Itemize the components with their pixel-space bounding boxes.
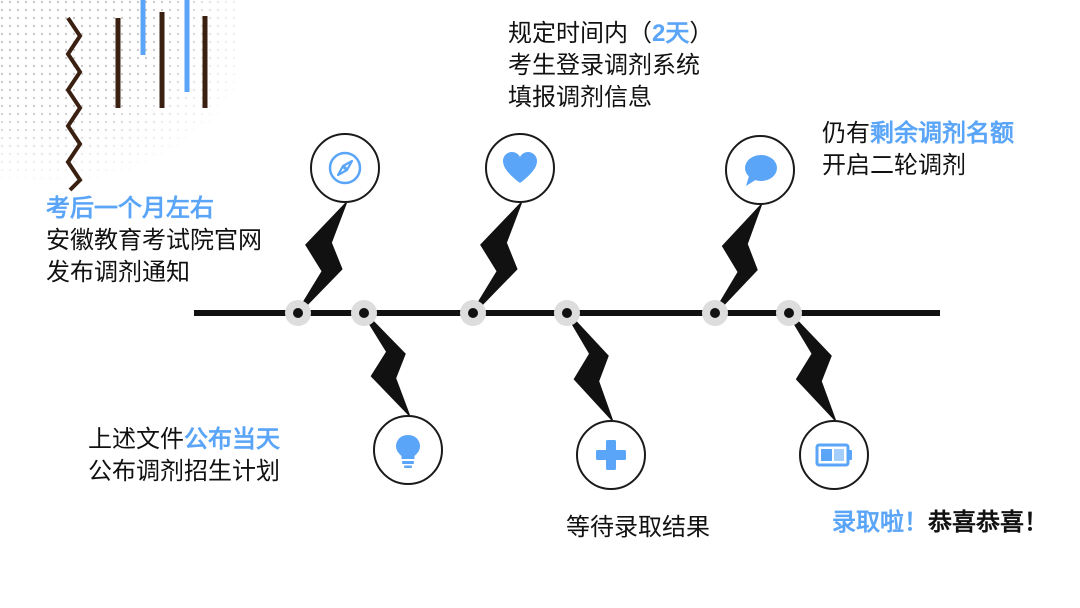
- text-segment: 恭喜恭喜！: [928, 509, 1048, 536]
- decorative-corner: [0, 0, 240, 192]
- step-3-line-2: 考生登录调剂系统: [508, 50, 713, 82]
- connectors: [296, 203, 836, 420]
- highlight-text: 公布当天: [184, 426, 280, 453]
- text-segment: 规定时间内（: [508, 20, 652, 47]
- timeline-marker-dot-6: [784, 308, 794, 318]
- text-segment: 考生登录调剂系统: [508, 52, 700, 79]
- step-2-label: 上述文件公布当天公布调剂招生计划: [88, 424, 280, 488]
- step-2-line-1: 上述文件公布当天: [88, 424, 280, 456]
- step-3-icon-circle: [485, 133, 555, 203]
- step-5-line-2: 开启二轮调剂: [822, 150, 1014, 182]
- step-3-line-3: 填报调剂信息: [508, 82, 713, 114]
- timeline-marker-dot-3: [468, 308, 478, 318]
- step-1-line-3: 发布调剂通知: [46, 257, 262, 289]
- highlight-text: 考后一个月左右: [46, 195, 214, 222]
- text-segment: 填报调剂信息: [508, 84, 652, 111]
- step-4-icon-circle: [576, 420, 646, 490]
- step-3-label: 规定时间内（2天）考生登录调剂系统填报调剂信息: [508, 18, 713, 114]
- text-segment: 等待录取结果: [566, 514, 710, 541]
- connector-5: [713, 205, 762, 313]
- step-1-label: 考后一个月左右安徽教育考试院官网发布调剂通知: [46, 193, 262, 289]
- compass-icon: [328, 151, 362, 185]
- step-4-label: 等待录取结果: [566, 512, 710, 544]
- heart-icon: [503, 152, 537, 183]
- text-segment: 上述文件: [88, 426, 184, 453]
- text-segment: 安徽教育考试院官网: [46, 227, 262, 254]
- text-segment: 仍有: [822, 120, 870, 147]
- step-3-line-1: 规定时间内（2天）: [508, 18, 713, 50]
- text-segment: 发布调剂通知: [46, 259, 190, 286]
- step-5-label: 仍有剩余调剂名额开启二轮调剂: [822, 118, 1014, 182]
- step-2-line-2: 公布调剂招生计划: [88, 456, 280, 488]
- plus-icon: [596, 440, 626, 470]
- markers: [285, 300, 802, 326]
- zigzag-line: [65, 16, 83, 192]
- battery-icon: [815, 443, 852, 467]
- connector-6: [787, 313, 836, 420]
- step-1-line-1: 考后一个月左右: [46, 193, 262, 225]
- step-6-icon-circle: [799, 420, 869, 490]
- step-6-label: 录取啦！恭喜恭喜！: [832, 507, 1048, 539]
- step-5-icon-circle: [725, 135, 795, 205]
- step-6-line-1: 录取啦！恭喜恭喜！: [832, 507, 1048, 539]
- text-segment: 开启二轮调剂: [822, 152, 966, 179]
- speech-bubble-icon: [745, 155, 777, 186]
- timeline-marker-dot-1: [293, 308, 303, 318]
- connector-1: [296, 203, 347, 313]
- highlight-text: 录取啦！: [832, 509, 928, 536]
- text-segment: 公布调剂招生计划: [88, 458, 280, 485]
- step-4-line-1: 等待录取结果: [566, 512, 710, 544]
- step-5-line-1: 仍有剩余调剂名额: [822, 118, 1014, 150]
- timeline-marker-dot-4: [562, 308, 572, 318]
- highlight-text: 剩余调剂名额: [870, 120, 1014, 147]
- highlight-text: 2天: [652, 20, 690, 47]
- connector-2: [362, 313, 410, 415]
- connector-4: [565, 313, 613, 420]
- timeline-marker-dot-5: [710, 308, 720, 318]
- text-segment: ）: [689, 20, 714, 47]
- step-1-icon-circle: [310, 133, 380, 203]
- timeline-marker-dot-2: [359, 308, 369, 318]
- lightbulb-icon: [396, 435, 420, 468]
- connector-3: [471, 203, 522, 313]
- step-1-line-2: 安徽教育考试院官网: [46, 225, 262, 257]
- step-2-icon-circle: [373, 415, 443, 485]
